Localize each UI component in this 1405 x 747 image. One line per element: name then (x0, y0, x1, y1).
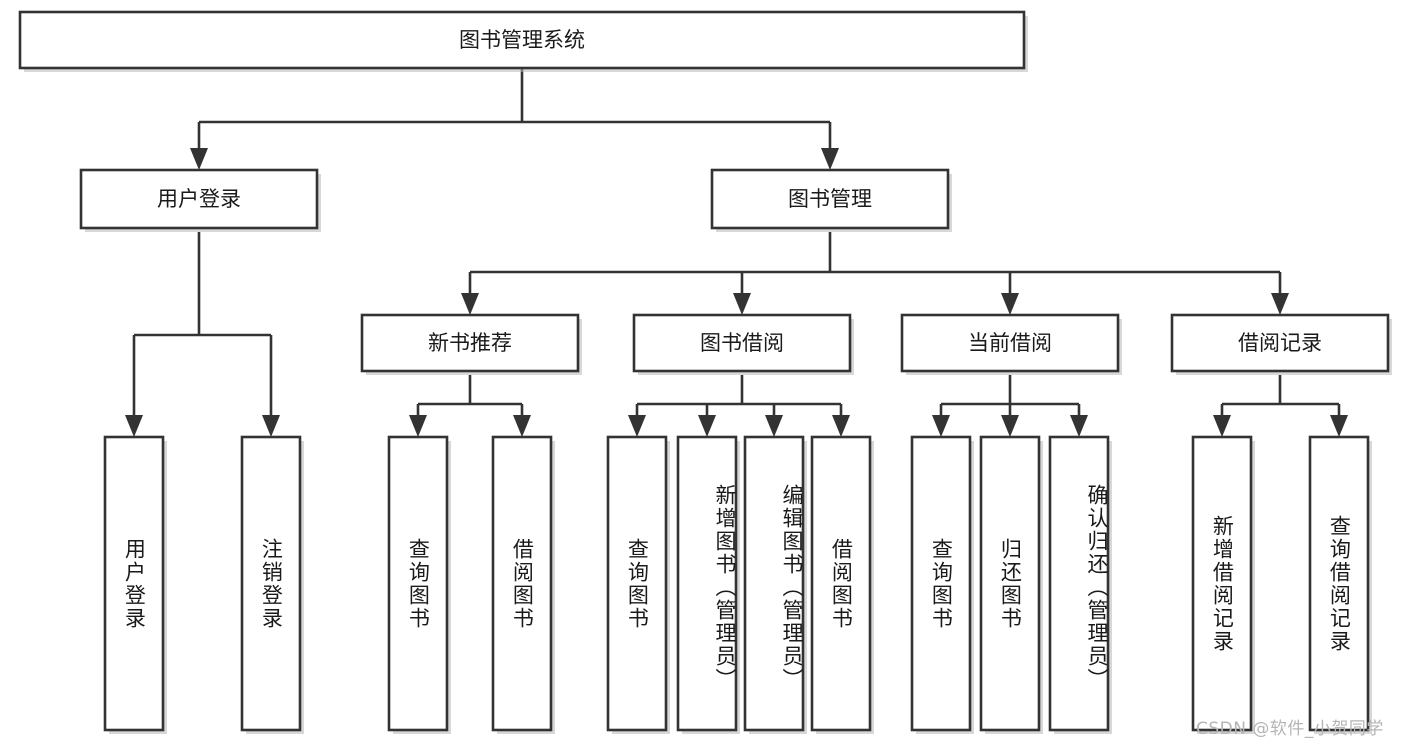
connector-group-borrow (628, 375, 850, 437)
node-records[interactable]: 借阅记录 (1170, 313, 1392, 375)
node-leaf-query-book-2-box[interactable] (606, 435, 668, 732)
node-leaf-add-book-box[interactable] (676, 435, 738, 732)
node-leaf-query-book-1-box[interactable] (387, 435, 449, 732)
arrow-head-newbook (461, 293, 479, 315)
node-leaf-logout[interactable] (240, 435, 304, 734)
connector-group-newbook (409, 375, 531, 437)
node-leaf-query-record-box[interactable] (1308, 435, 1370, 732)
node-current-box[interactable] (900, 313, 1120, 373)
node-leaf-query-record[interactable] (1308, 435, 1372, 734)
connector-group-current (932, 375, 1088, 437)
arrow-head-leaf-query-book-3 (932, 415, 950, 437)
arrow-head-login (190, 148, 208, 170)
node-leaf-query-book-3[interactable] (910, 435, 974, 734)
arrow-head-leaf-add-book (698, 415, 716, 437)
node-login[interactable]: 用户登录 (79, 168, 321, 232)
node-leaf-add-record[interactable] (1191, 435, 1255, 734)
arrow-head-leaf-borrow-book-2 (832, 415, 850, 437)
node-leaf-query-book-1[interactable] (387, 435, 451, 734)
node-login-box[interactable] (79, 168, 319, 230)
node-leaf-borrow-book-2[interactable] (810, 435, 874, 734)
node-leaf-user-login[interactable] (103, 435, 167, 734)
arrow-head-leaf-query-book-2 (628, 415, 646, 437)
arrow-head-records (1271, 293, 1289, 315)
node-leaf-add-record-box[interactable] (1191, 435, 1253, 732)
arrow-head-leaf-edit-book (765, 415, 783, 437)
node-current[interactable]: 当前借阅 (900, 313, 1122, 375)
node-bookmgmt-label: 图书管理 (788, 187, 872, 211)
node-root[interactable]: 图书管理系统 (18, 10, 1028, 72)
node-current-label: 当前借阅 (968, 331, 1052, 355)
connector-group-bookmgmt (461, 232, 1289, 315)
node-leaf-borrow-book-1-box[interactable] (491, 435, 553, 732)
arrow-head-borrow (733, 293, 751, 315)
node-leaf-confirm-return-box[interactable] (1048, 435, 1110, 732)
arrow-head-leaf-return-book (1001, 415, 1019, 437)
connector-group-login (125, 232, 280, 437)
node-borrow-label: 图书借阅 (700, 331, 784, 355)
connector-group-root (190, 68, 839, 170)
arrow-head-leaf-logout (262, 415, 280, 437)
arrow-head-leaf-borrow-book-1 (513, 415, 531, 437)
node-leaf-confirm-return[interactable] (1048, 435, 1112, 734)
node-login-label: 用户登录 (157, 187, 241, 211)
arrow-head-bookmgmt (821, 148, 839, 170)
node-bookmgmt[interactable]: 图书管理 (710, 168, 952, 232)
arrow-head-leaf-user-login (125, 415, 143, 437)
node-records-label: 借阅记录 (1238, 331, 1322, 355)
node-leaf-borrow-book-2-box[interactable] (810, 435, 872, 732)
node-leaf-borrow-book-1[interactable] (491, 435, 555, 734)
node-newbook-box[interactable] (360, 313, 580, 373)
node-leaf-return-book-box[interactable] (979, 435, 1041, 732)
node-leaf-add-book[interactable] (676, 435, 740, 734)
node-newbook[interactable]: 新书推荐 (360, 313, 582, 375)
node-borrow[interactable]: 图书借阅 (632, 313, 854, 375)
node-leaf-query-book-2[interactable] (606, 435, 670, 734)
arrow-head-leaf-confirm-return (1070, 415, 1088, 437)
node-leaf-edit-book-box[interactable] (743, 435, 805, 732)
node-leaf-edit-book[interactable] (743, 435, 807, 734)
node-leaf-user-login-box[interactable] (103, 435, 165, 732)
watermark-text: CSDN @软件_小贺同学 (1196, 719, 1384, 739)
arrow-head-current (1001, 293, 1019, 315)
node-leaf-return-book[interactable] (979, 435, 1043, 734)
node-leaf-logout-box[interactable] (240, 435, 302, 732)
connector-group-records (1213, 375, 1348, 437)
arrow-head-leaf-query-book-1 (409, 415, 427, 437)
arrow-head-leaf-add-record (1213, 415, 1231, 437)
node-leaf-query-book-3-box[interactable] (910, 435, 972, 732)
node-borrow-box[interactable] (632, 313, 852, 373)
node-root-label: 图书管理系统 (459, 28, 585, 52)
node-bookmgmt-box[interactable] (710, 168, 950, 230)
node-root-box[interactable] (18, 10, 1026, 70)
node-newbook-label: 新书推荐 (428, 331, 512, 355)
arrow-head-leaf-query-record (1330, 415, 1348, 437)
node-records-box[interactable] (1170, 313, 1390, 373)
